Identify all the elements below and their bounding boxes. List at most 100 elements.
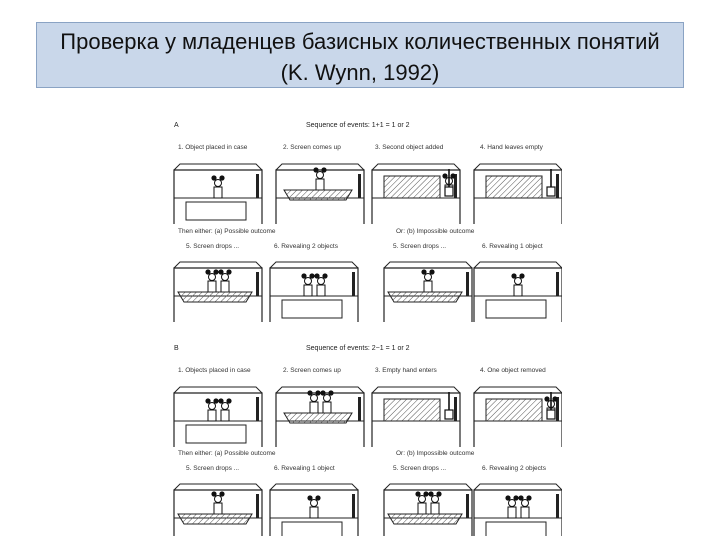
stage-scene: [269, 483, 359, 536]
screen-down-panel: [485, 521, 547, 536]
panel-a-row2: 5. Screen drops ... 6. Revealing 2 objec…: [173, 243, 562, 322]
stage-pole: [556, 397, 559, 421]
stage-frame: [371, 392, 461, 447]
step-label: 6. Revealing 2 objects: [274, 243, 339, 250]
stage-scene: [269, 261, 359, 322]
stage-frame: [383, 267, 473, 322]
stage-top: [383, 483, 473, 491]
screen-down-panel: [185, 201, 247, 221]
occluding-screen: [383, 398, 441, 422]
stage-scene: [173, 386, 263, 447]
doll-figure: [307, 495, 321, 519]
stage-frame: [269, 267, 359, 322]
stage-top: [473, 483, 562, 491]
panel-a-sequence: Sequence of events: 1+1 = 1 or 2: [306, 122, 410, 129]
step-label: 1. Objects placed in case: [178, 367, 251, 374]
stage-frame: [473, 489, 562, 536]
stage-pole: [256, 494, 259, 518]
stage-frame: [383, 489, 473, 536]
stage-frame: [269, 489, 359, 536]
doll-figure: [415, 491, 429, 515]
screen-tray: [283, 189, 353, 201]
step-label: 2. Screen comes up: [283, 144, 341, 151]
hand-icon: [546, 409, 556, 420]
panel-b-row1: 1. Objects placed in case 2. Screen come…: [173, 367, 562, 447]
stage-pole: [454, 174, 457, 198]
slide-title-line2: (K. Wynn, 1992): [280, 60, 440, 85]
doll-figure: [205, 269, 219, 293]
wynn-experiment-figure: A Sequence of events: 1+1 = 1 or 2 1. Ob…: [170, 118, 562, 536]
stage-pole: [256, 174, 259, 198]
doll-figure: [421, 269, 435, 293]
step-label: 5. Screen drops ...: [186, 465, 239, 472]
stage-frame: [473, 267, 562, 322]
step-label: 3. Second object added: [375, 144, 444, 151]
screen-down-panel: [485, 299, 547, 319]
doll-figure: [301, 273, 315, 297]
stage-pole: [358, 397, 361, 421]
stage-pole: [454, 397, 457, 421]
panel-a-row1: 1. Object placed in case 2. Screen comes…: [173, 144, 562, 224]
possible-outcome-header: Then either: (a) Possible outcome: [178, 228, 276, 235]
panel-a-letter: A: [174, 122, 179, 129]
stage-top: [473, 386, 562, 394]
stage-frame: [173, 267, 263, 322]
stage-top: [371, 386, 461, 394]
step-label: 1. Object placed in case: [178, 144, 248, 151]
stage-scene: [383, 261, 473, 322]
step-label: 3. Empty hand enters: [375, 367, 438, 374]
panel-b-letter: B: [174, 345, 179, 352]
doll-figure: [518, 495, 532, 519]
stage-pole: [358, 174, 361, 198]
stage-top: [383, 261, 473, 269]
doll-figure: [205, 398, 219, 422]
stage-pole: [352, 272, 355, 296]
panel-b-row2: 5. Screen drops ... 6. Revealing 1 objec…: [173, 465, 562, 536]
doll-figure: [211, 175, 225, 199]
stage-pole: [466, 272, 469, 296]
stage-scene: [275, 163, 365, 224]
possible-outcome-header: Then either: (a) Possible outcome: [178, 450, 276, 457]
stage-pole: [556, 272, 559, 296]
stage-top: [371, 163, 461, 171]
stage-pole: [256, 272, 259, 296]
stage-scene: [275, 386, 365, 447]
doll-figure: [505, 495, 519, 519]
impossible-outcome-header: Or: (b) Impossible outcome: [396, 450, 475, 457]
step-label: 6. Revealing 1 object: [482, 243, 543, 250]
hand-icon: [444, 409, 454, 420]
step-label: 6. Revealing 1 object: [274, 465, 335, 472]
doll-figure: [428, 491, 442, 515]
doll-figure: [314, 273, 328, 297]
screen-tray: [387, 513, 463, 525]
stage-top: [173, 163, 263, 171]
stage-scene: [173, 261, 263, 322]
step-label: 2. Screen comes up: [283, 367, 341, 374]
stage-top: [173, 483, 263, 491]
stage-top: [275, 386, 365, 394]
stage-pole: [466, 494, 469, 518]
step-label: 6. Revealing 2 objects: [482, 465, 547, 472]
doll-figure: [211, 491, 225, 515]
step-label: 5. Screen drops ...: [393, 243, 446, 250]
step-label: 4. Hand leaves empty: [480, 144, 544, 151]
occluding-screen: [485, 175, 543, 199]
doll-figure: [320, 390, 334, 414]
step-label: 5. Screen drops ...: [186, 243, 239, 250]
stage-frame: [275, 169, 365, 224]
doll-figure: [313, 167, 327, 191]
stage-scene: [473, 163, 562, 224]
hand-icon: [546, 186, 556, 197]
stage-pole: [256, 397, 259, 421]
stage-pole: [556, 174, 559, 198]
stage-scene: [173, 163, 263, 224]
stage-frame: [473, 169, 562, 224]
stage-top: [473, 261, 562, 269]
panel-b-sequence: Sequence of events: 2−1 = 1 or 2: [306, 345, 410, 352]
stage-scene: [371, 163, 461, 224]
screen-down-panel: [281, 521, 343, 536]
stage-frame: [173, 392, 263, 447]
stage-scene: [473, 386, 562, 447]
stage-scene: [473, 261, 562, 322]
occluding-screen: [383, 175, 441, 199]
